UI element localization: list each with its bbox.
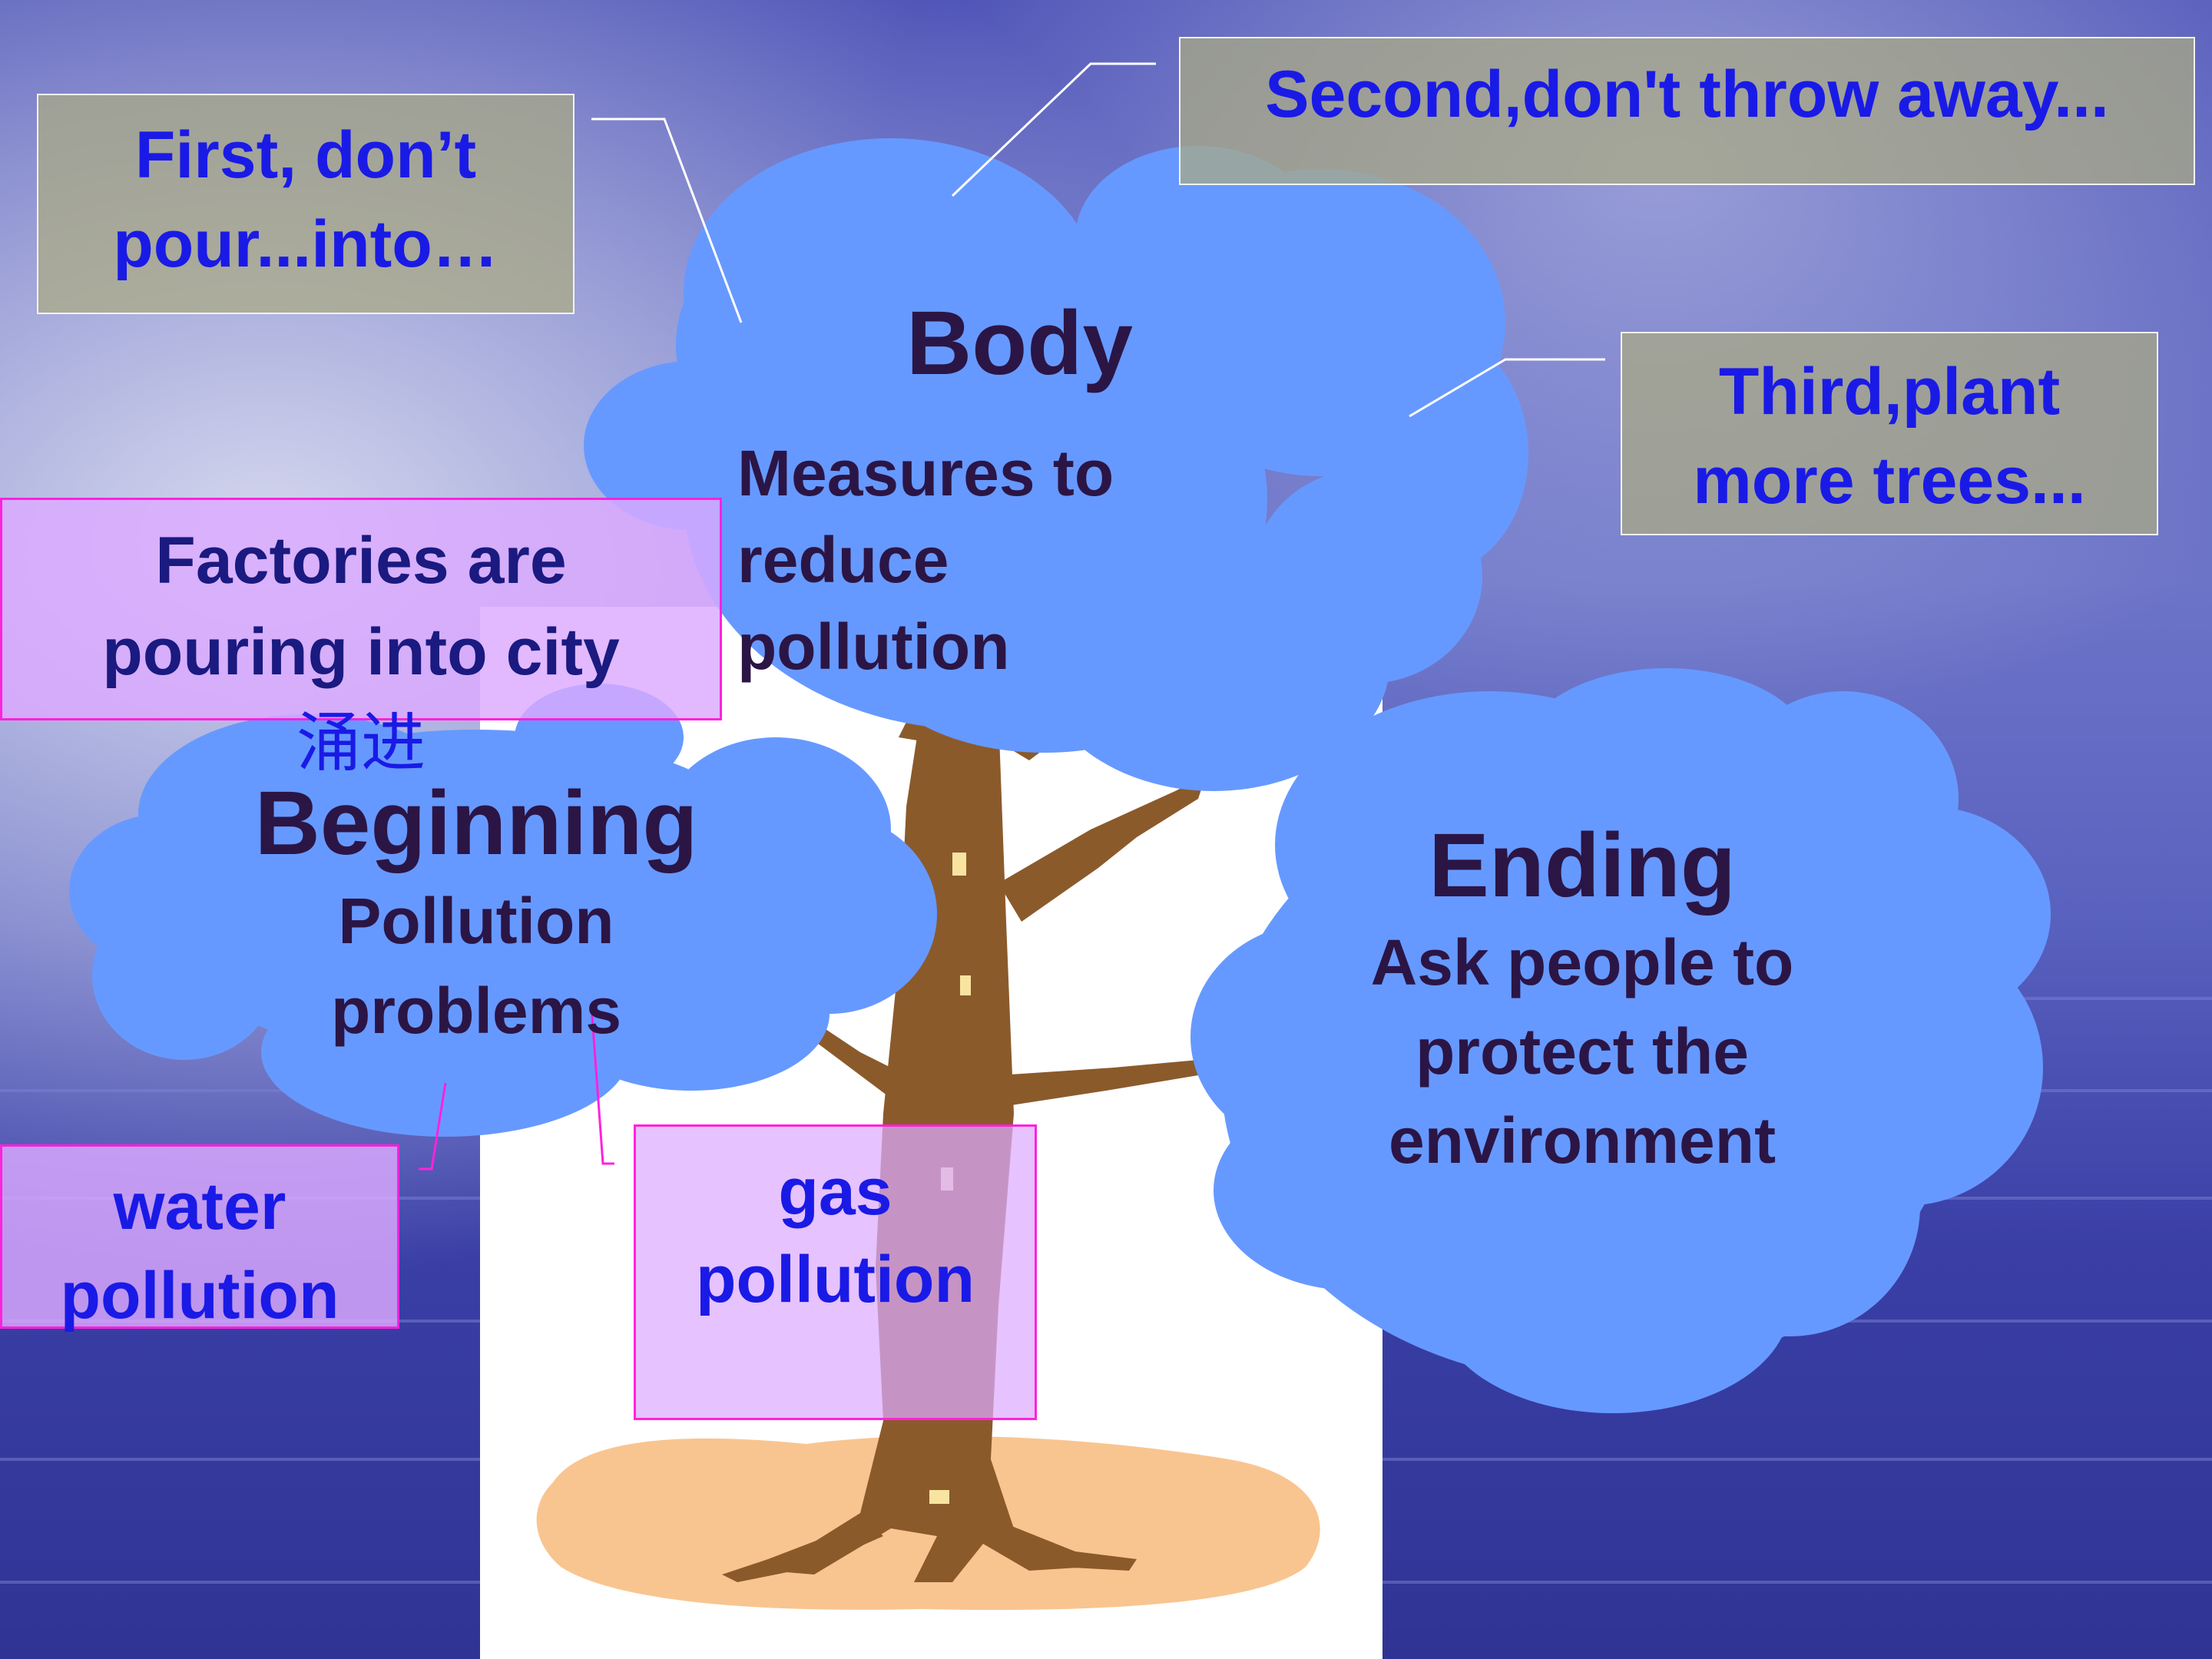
ending-cloud-text: Ending Ask people to protect the environ… bbox=[1260, 814, 1905, 1185]
factories-box: Factories are pouring into city bbox=[0, 498, 722, 720]
body-heading: Body bbox=[906, 293, 1133, 394]
connector-gas bbox=[590, 1005, 614, 1165]
factories-line-1: Factories are bbox=[155, 524, 567, 598]
beginning-cloud bbox=[69, 684, 937, 1137]
beginning-cloud-text: Beginning Pollution problems bbox=[184, 772, 768, 1057]
connector-water bbox=[419, 1082, 447, 1171]
tree-branch-right-upper bbox=[998, 776, 1206, 922]
connector-third bbox=[1409, 358, 1605, 418]
factories-chinese-note: 涌进 bbox=[296, 705, 426, 780]
beginning-heading: Beginning bbox=[254, 773, 698, 874]
tree-root-right bbox=[998, 1521, 1137, 1571]
ending-line-2: protect the bbox=[1415, 1015, 1750, 1088]
gas-pollution-box: gas pollution bbox=[634, 1124, 1037, 1420]
body-line-2: reduce bbox=[737, 524, 949, 597]
body-cloud bbox=[584, 138, 1528, 791]
beginning-line-2: problems bbox=[330, 975, 622, 1048]
water-pollution-box: water pollution bbox=[0, 1144, 399, 1333]
second-measure-box: Second,don't throw away... bbox=[1179, 37, 2195, 185]
ending-line-1: Ask people to bbox=[1370, 926, 1794, 998]
beginning-line-1: Pollution bbox=[338, 884, 614, 957]
tree-root-left bbox=[722, 1521, 883, 1582]
ending-cloud bbox=[1190, 668, 2051, 1413]
body-line-1: Measures to bbox=[737, 436, 1114, 509]
ending-line-3: environment bbox=[1388, 1104, 1777, 1177]
factories-line-2: pouring into city bbox=[102, 614, 620, 689]
gas-pollution-line-2: pollution bbox=[696, 1243, 975, 1317]
body-line-3: pollution bbox=[737, 611, 1010, 684]
connector-first bbox=[591, 118, 743, 323]
water-pollution-line-2: pollution bbox=[60, 1259, 339, 1333]
connector-second bbox=[951, 62, 1156, 197]
third-measure-line-1: Third,plant bbox=[1718, 355, 2061, 429]
third-measure-box: Third,plant more trees... bbox=[1621, 332, 2158, 535]
water-pollution-line-1: water bbox=[113, 1170, 286, 1243]
first-measure-line-1: First, don’t bbox=[134, 118, 477, 192]
third-measure-line-2: more trees... bbox=[1693, 444, 2086, 518]
ending-heading: Ending bbox=[1429, 815, 1736, 916]
gas-pollution-line-1: gas bbox=[778, 1155, 892, 1229]
second-measure-line-1: Second,don't throw away... bbox=[1265, 58, 2109, 131]
first-measure-line-2: pour...into… bbox=[113, 207, 498, 282]
tree-branch-left bbox=[799, 1022, 906, 1098]
first-measure-box: First, don’t pour...into… bbox=[37, 94, 575, 314]
body-cloud-text: Body Measures to reduce pollution bbox=[737, 292, 1290, 691]
tree-branch-right-lower bbox=[998, 1060, 1198, 1106]
